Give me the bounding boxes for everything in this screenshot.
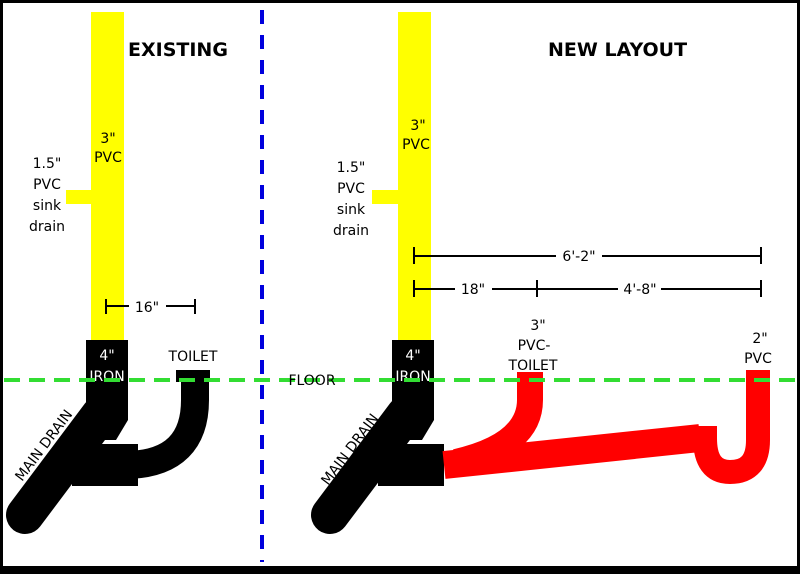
sink-branch-new — [372, 190, 399, 204]
iron-material-label-new: IRON — [395, 369, 430, 385]
new-pipe-label-2: PVC — [744, 351, 772, 367]
sink-label-1: 1.5" — [33, 156, 62, 172]
wye-fitting-new — [378, 444, 444, 486]
vent-size-label: 3" — [100, 131, 115, 147]
main-drain-pipe — [6, 396, 119, 534]
sink-label-4: drain — [29, 219, 65, 235]
toilet-pipe-label-2: PVC- — [518, 338, 551, 354]
dimension-split: 18" 4'-8" — [413, 280, 762, 298]
vent-stack-new — [398, 12, 431, 352]
dimension-16: 16" — [105, 299, 196, 316]
vent-stack — [91, 12, 124, 352]
dimension-total-label: 6'-2" — [562, 249, 595, 265]
main-drain-pipe-new — [311, 396, 424, 534]
existing-title: EXISTING — [128, 39, 228, 61]
toilet-label: TOILET — [168, 349, 218, 365]
sink-label-new-1: 1.5" — [337, 160, 366, 176]
existing-layout: EXISTING 3" PVC 1.5" PVC sink drain 4" I… — [6, 12, 228, 534]
sink-label-new-4: drain — [333, 223, 369, 239]
wye-fitting — [72, 444, 138, 486]
sink-label-new-2: PVC — [337, 181, 365, 197]
iron-size-label: 4" — [99, 348, 114, 364]
dimension-16-label: 16" — [135, 300, 159, 316]
toilet-riser-pvc — [452, 372, 543, 475]
new-2in-pvc-trap — [693, 370, 770, 485]
iron-size-label-new: 4" — [405, 348, 420, 364]
sink-label-3: sink — [33, 198, 62, 214]
toilet-pipe-label-1: 3" — [530, 318, 545, 334]
iron-material-label: IRON — [89, 369, 124, 385]
dimension-total: 6'-2" — [413, 247, 762, 265]
dimension-4-8-label: 4'-8" — [623, 282, 656, 298]
vent-material-label-new: PVC — [402, 137, 430, 153]
vent-size-label-new: 3" — [410, 118, 425, 134]
sink-label-new-3: sink — [337, 202, 366, 218]
sink-branch — [66, 190, 92, 204]
new-layout-title: NEW LAYOUT — [548, 39, 687, 61]
toilet-pipe-label-3: TOILET — [508, 358, 558, 374]
dimension-18-label: 18" — [461, 282, 485, 298]
toilet-bend — [128, 376, 209, 479]
floor-label: FLOOR — [288, 373, 335, 389]
new-layout: NEW LAYOUT 3" PVC 1.5" PVC sink drain 4"… — [311, 12, 772, 534]
vent-material-label: PVC — [94, 150, 122, 166]
sink-label-2: PVC — [33, 177, 61, 193]
new-pipe-label-1: 2" — [752, 331, 767, 347]
